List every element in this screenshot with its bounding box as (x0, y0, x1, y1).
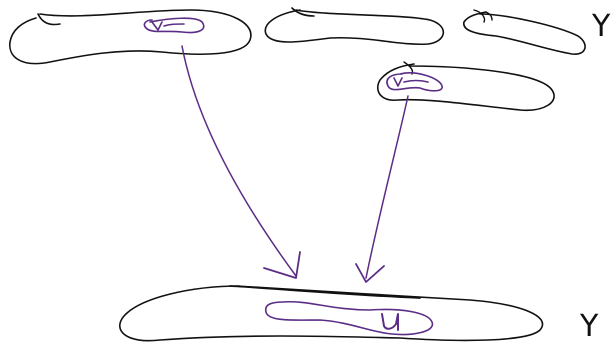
bottom-blob (120, 286, 543, 341)
middle-right-blob (378, 64, 554, 110)
bottom-subset (266, 302, 433, 335)
top-left-subset (144, 18, 203, 32)
arrow-head-top-right (356, 264, 384, 282)
top-left-blob (10, 10, 251, 64)
arrow-from-top-right (366, 96, 408, 278)
bottom-blob-stroke-top (230, 286, 420, 298)
top-right-blob-stroke-start (474, 10, 492, 22)
label-top-right-space: Y (591, 9, 611, 44)
top-right-subset-mark (394, 78, 428, 86)
top-left-subset-mark (152, 22, 184, 30)
bottom-subset-mark (382, 314, 398, 330)
top-right-blob (464, 12, 585, 54)
top-middle-blob (265, 10, 443, 44)
arrow-from-top-left (182, 46, 296, 276)
label-bottom-space: Y (579, 309, 599, 344)
